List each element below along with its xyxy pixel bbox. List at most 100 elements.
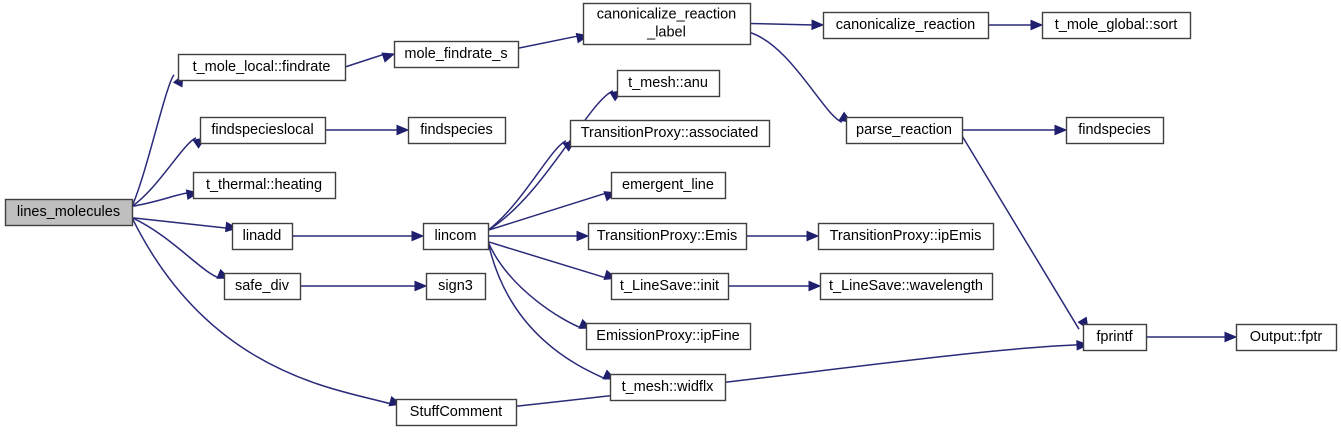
node-box[interactable] (845, 116, 964, 145)
graph-node-findrate[interactable]: t_mole_local::findrate (177, 53, 347, 82)
call-edge (131, 74, 175, 207)
call-edge (131, 137, 197, 207)
node-label: linadd (243, 228, 282, 244)
graph-node-lines_molecules[interactable]: lines_molecules (4, 198, 134, 227)
graph-node-widflx[interactable]: t_mesh::widflx (609, 373, 727, 402)
graph-node-heating[interactable]: t_thermal::heating (192, 171, 337, 200)
call-edge (344, 53, 386, 68)
edges-layer (131, 19, 1238, 408)
call-edge (749, 22, 815, 26)
graph-node-canonicalize_reaction[interactable]: canonicalize_reaction (822, 11, 990, 40)
call-edge (487, 90, 614, 231)
node-box[interactable] (393, 40, 520, 69)
node-box[interactable] (1082, 323, 1148, 352)
graph-node-linadd[interactable]: linadd (231, 222, 294, 251)
graph-node-anu[interactable]: t_mesh::anu (616, 69, 721, 98)
graph-node-findspecieslocal[interactable]: findspecieslocal (199, 116, 327, 145)
node-label: TransitionProxy::associated (581, 125, 759, 141)
node-label: TransitionProxy::Emis (597, 228, 737, 244)
graph-node-emis[interactable]: TransitionProxy::Emis (587, 222, 748, 251)
node-label: t_mole_local::findrate (193, 59, 331, 75)
edge-arrowhead (381, 52, 396, 63)
node-label: findspecies (1078, 122, 1151, 138)
graph-node-mole_findrate_s[interactable]: mole_findrate_s (393, 40, 520, 69)
call-edge (749, 31, 843, 123)
node-box[interactable] (177, 53, 347, 82)
node-box[interactable] (395, 398, 518, 427)
call-edge (487, 241, 608, 279)
call-edge (487, 241, 583, 329)
edge-arrowhead (1054, 124, 1068, 136)
graph-node-sort[interactable]: t_mole_global::sort (1041, 11, 1192, 40)
call-edge (961, 135, 1080, 330)
node-label: StuffComment (410, 404, 502, 420)
node-box[interactable] (1041, 11, 1192, 40)
node-box[interactable] (425, 272, 487, 301)
call-edge (131, 217, 221, 279)
graph-node-findspecies2[interactable]: findspecies (1065, 116, 1165, 145)
graph-node-sign3[interactable]: sign3 (425, 272, 487, 301)
graph-node-ipfine[interactable]: EmissionProxy::ipFine (585, 322, 752, 351)
graph-node-findspecies1[interactable]: findspecies (407, 116, 507, 145)
node-label: t_thermal::heating (206, 177, 322, 193)
node-box[interactable] (822, 11, 990, 40)
graph-node-safe_div[interactable]: safe_div (223, 272, 302, 301)
graph-node-wavelength[interactable]: t_LineSave::wavelength (819, 272, 994, 301)
node-label: Output::fptr (1250, 329, 1323, 345)
node-box[interactable] (223, 272, 302, 301)
node-label: lincom (435, 228, 477, 244)
edge-arrowhead (808, 280, 822, 292)
graph-node-stuffcomment[interactable]: StuffComment (395, 398, 518, 427)
call-edge (487, 140, 567, 231)
edge-arrowhead (576, 230, 590, 242)
graph-node-parse_reaction[interactable]: parse_reaction (845, 116, 964, 145)
node-box[interactable] (407, 116, 507, 145)
node-label: t_mesh::anu (628, 75, 708, 91)
graph-node-fptr[interactable]: Output::fptr (1235, 323, 1338, 352)
node-label: fprintf (1096, 329, 1133, 345)
node-box[interactable] (192, 171, 337, 200)
node-box[interactable] (610, 272, 730, 301)
call-edge (487, 192, 608, 231)
node-box[interactable] (616, 69, 721, 98)
node-label: TransitionProxy::ipEmis (830, 228, 982, 244)
node-label: lines_molecules (17, 204, 120, 220)
node-box[interactable] (231, 222, 294, 251)
nodes-layer: lines_molecules t_mole_local::findratefin… (4, 2, 1338, 427)
edge-arrowhead (1224, 331, 1238, 343)
node-box[interactable] (587, 222, 748, 251)
node-label: emergent_line (622, 177, 714, 193)
graph-node-lincom[interactable]: lincom (422, 222, 490, 251)
node-box[interactable] (585, 322, 752, 351)
node-label: findspecieslocal (211, 122, 313, 138)
node-label: t_LineSave::init (620, 278, 719, 294)
edge-arrowhead (1076, 339, 1090, 351)
graph-node-ipemis[interactable]: TransitionProxy::ipEmis (817, 222, 995, 251)
node-box[interactable] (1065, 116, 1165, 145)
graph-node-fprintf[interactable]: fprintf (1082, 323, 1148, 352)
call-edge (515, 344, 1080, 408)
node-box[interactable] (610, 171, 727, 200)
node-box[interactable] (422, 222, 490, 251)
graph-node-associated[interactable]: TransitionProxy::associated (569, 119, 771, 148)
node-box[interactable] (609, 373, 727, 402)
edge-arrowhead (411, 230, 425, 242)
node-label: mole_findrate_s (404, 46, 507, 62)
node-box[interactable] (582, 2, 752, 46)
call-edge (487, 241, 607, 380)
call-edge (131, 216, 229, 229)
node-box[interactable] (4, 198, 134, 227)
node-box[interactable] (817, 222, 995, 251)
graph-node-linesave_init[interactable]: t_LineSave::init (610, 272, 730, 301)
node-box[interactable] (1235, 323, 1338, 352)
edge-arrowhead (1030, 19, 1044, 31)
node-label: t_mole_global::sort (1055, 17, 1178, 33)
node-box[interactable] (569, 119, 771, 148)
node-box[interactable] (199, 116, 327, 145)
graph-node-emergent_line[interactable]: emergent_line (610, 171, 727, 200)
graph-node-canonicalize_reaction_label[interactable]: canonicalize_reaction_label (582, 2, 752, 46)
node-box[interactable] (819, 272, 994, 301)
node-label: canonicalize_reaction_label (597, 6, 736, 40)
